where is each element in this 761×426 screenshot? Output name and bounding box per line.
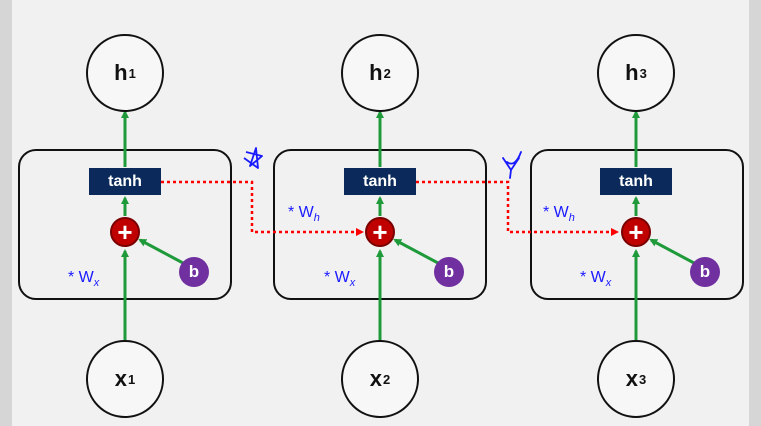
cell-1-bias-arrow — [138, 238, 184, 265]
input-x2-subscript: 2 — [383, 371, 391, 387]
cell-2-sum-node: + — [365, 217, 395, 247]
cell-2-tanh-box: tanh — [344, 168, 416, 195]
handwritten-mark-1 — [243, 147, 263, 169]
output-h2-label: h — [369, 60, 383, 85]
left-edge-strip — [0, 0, 12, 426]
cell-3-wh-label: * Wh — [543, 204, 575, 224]
recurrent-connection-1-to-2 — [161, 180, 364, 236]
cell-1-wx-subscript: x — [93, 277, 100, 289]
cell-2-wh-text: * W — [288, 204, 314, 221]
input-x3-label: x — [625, 366, 638, 391]
cell-3-wh-subscript: h — [568, 212, 575, 224]
cell-1-wx-text: * W — [68, 269, 94, 286]
cell-2-wh-subscript: h — [313, 212, 320, 224]
output-h1-label: h — [114, 60, 128, 85]
right-edge-strip — [749, 0, 761, 426]
cell-3-sum-node: + — [621, 217, 651, 247]
cell-1-sum-node: + — [110, 217, 140, 247]
cell-3-bias-node: b — [690, 257, 720, 287]
input-x1-subscript: 1 — [128, 371, 136, 387]
cell-1-tanh-box: tanh — [89, 168, 161, 195]
output-h1-subscript: 1 — [128, 65, 136, 81]
output-h2-subscript: 2 — [383, 65, 391, 81]
cell-2-bias-node: b — [434, 257, 464, 287]
cell-3-tanh-box: tanh — [600, 168, 672, 195]
cell-3-wx-text: * W — [580, 269, 606, 286]
input-x1-label: x — [114, 366, 127, 391]
output-h3-subscript: 3 — [639, 65, 647, 81]
output-h3-label: h — [625, 60, 639, 85]
cell-2-wx-label: * Wx — [324, 269, 355, 289]
cell-3-wh-text: * W — [543, 204, 569, 221]
cell-1-bias-node: b — [179, 257, 209, 287]
input-x2-label: x — [369, 366, 382, 391]
cell-2-wx-subscript: x — [349, 277, 356, 289]
input-x3-subscript: 3 — [639, 371, 647, 387]
cell-3-wx-label: * Wx — [580, 269, 611, 289]
recurrent-connection-2-to-3 — [416, 180, 619, 236]
cell-2-bias-arrow — [393, 238, 439, 265]
cell-2-wx-text: * W — [324, 269, 350, 286]
cell-3-bias-arrow — [649, 238, 695, 265]
cell-2-wh-label: * Wh — [288, 204, 320, 224]
handwritten-mark-2 — [502, 151, 522, 179]
cell-1-wx-label: * Wx — [68, 269, 99, 289]
cell-3-wx-subscript: x — [605, 277, 612, 289]
